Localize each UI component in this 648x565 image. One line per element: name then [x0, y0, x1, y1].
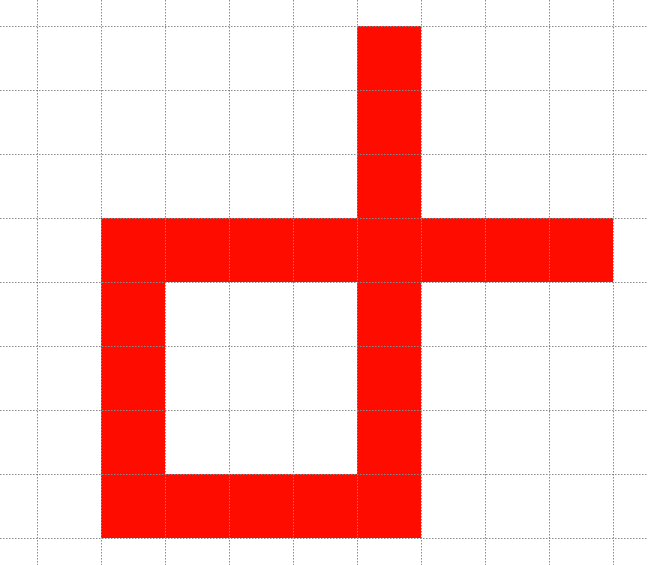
filled-cell[interactable]	[549, 218, 613, 282]
filled-cell[interactable]	[101, 474, 165, 538]
filled-cell[interactable]	[165, 474, 229, 538]
filled-cell[interactable]	[357, 346, 421, 410]
filled-cell[interactable]	[229, 218, 293, 282]
filled-cell[interactable]	[229, 474, 293, 538]
filled-cell[interactable]	[357, 282, 421, 346]
filled-cell[interactable]	[485, 218, 549, 282]
filled-cell[interactable]	[101, 282, 165, 346]
filled-cell[interactable]	[293, 474, 357, 538]
filled-cells	[101, 26, 613, 538]
filled-cell[interactable]	[293, 218, 357, 282]
filled-cell[interactable]	[165, 218, 229, 282]
filled-cell[interactable]	[357, 26, 421, 90]
filled-cell[interactable]	[101, 346, 165, 410]
filled-cell[interactable]	[357, 218, 421, 282]
filled-cell[interactable]	[357, 90, 421, 154]
filled-cell[interactable]	[357, 410, 421, 474]
filled-cell[interactable]	[357, 154, 421, 218]
filled-cell[interactable]	[357, 474, 421, 538]
filled-cell[interactable]	[421, 218, 485, 282]
filled-cell[interactable]	[101, 218, 165, 282]
filled-cell[interactable]	[101, 410, 165, 474]
